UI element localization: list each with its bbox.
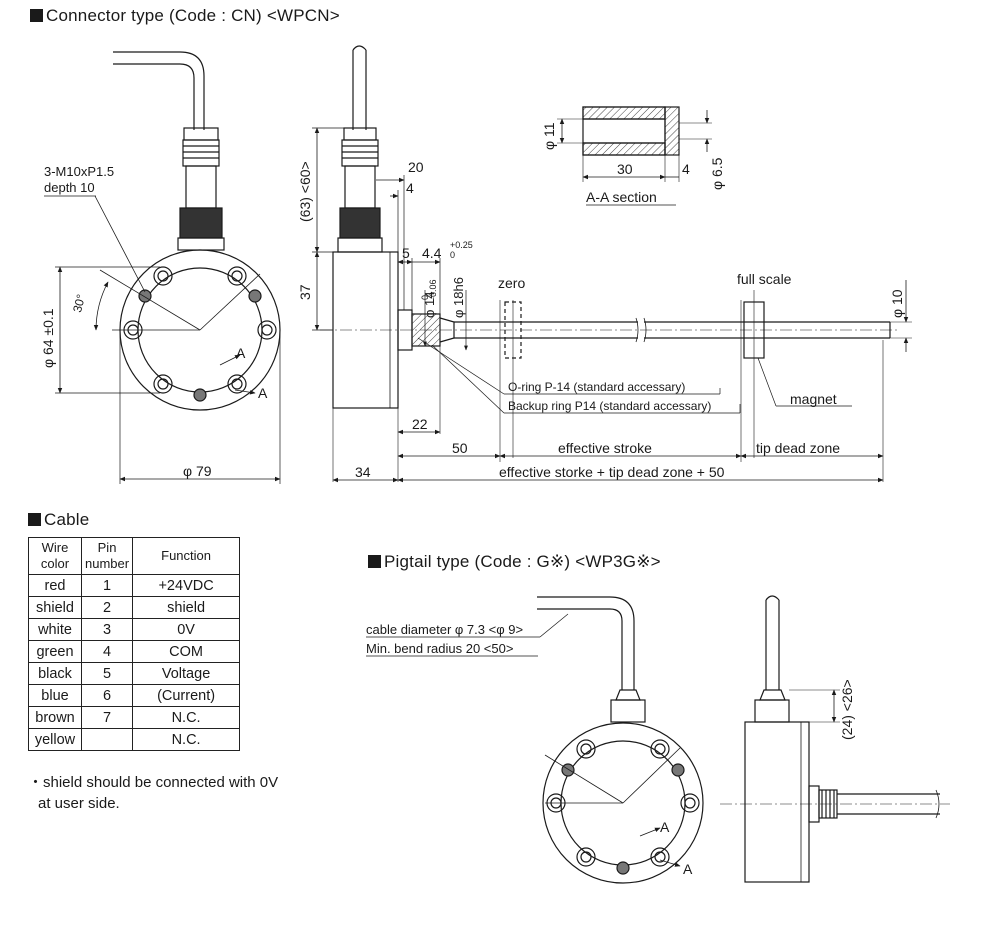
- full-scale-label: full scale: [737, 271, 792, 287]
- dim-30-label: 30: [617, 161, 633, 177]
- dim-50-label: 50: [452, 440, 468, 456]
- section-a-label: A: [258, 385, 268, 401]
- section-a-label: A: [660, 819, 670, 835]
- shield-note-line-2: at user side.: [38, 795, 120, 812]
- header-wire-color: Wire color: [28, 537, 82, 575]
- function-cell: 0V: [132, 618, 241, 641]
- tol-4-4-lower: 0: [450, 250, 455, 260]
- aa-section-label: A-A section: [586, 189, 657, 205]
- dim-4-section-label: 4: [682, 161, 690, 177]
- pigtail-type-title: Pigtail type (Code : G※) <WP3G※>: [368, 552, 661, 572]
- shield-note-line-1: ・shield should be connected with 0V: [28, 774, 279, 791]
- dia-18h6-label: φ 18h6: [451, 277, 466, 318]
- header-pin-number: Pin number: [80, 537, 134, 575]
- zero-label: zero: [498, 275, 525, 291]
- pin-number-cell: 7: [80, 706, 134, 729]
- aa-section-labels: φ 11 30 4 φ 6.5 A-A section: [541, 122, 725, 205]
- dia-11-label: φ 11: [541, 122, 557, 150]
- tol-14-upper: 0: [420, 295, 430, 300]
- wire-color-cell: black: [28, 662, 82, 685]
- function-cell: N.C.: [132, 728, 241, 751]
- table-row: shield 2 shield: [28, 596, 241, 619]
- wire-color-cell: blue: [28, 684, 82, 707]
- tip-dead-zone-label: tip dead zone: [756, 440, 840, 456]
- function-cell: COM: [132, 640, 241, 663]
- wire-color-cell: white: [28, 618, 82, 641]
- oring-label: O-ring P-14 (standard accessary): [508, 380, 685, 394]
- dia-79-label: φ 79: [183, 463, 212, 479]
- dia-6-5-label: φ 6.5: [709, 157, 725, 190]
- tol-14-lower: -0.06: [428, 279, 438, 300]
- table-row: red 1 +24VDC: [28, 574, 241, 597]
- connector-front-labels: 3-M10xP1.5 depth 10 30° φ 64 ±0.1 φ 79 A…: [40, 164, 268, 479]
- connector-type-title: Connector type (Code : CN) <WPCN>: [30, 6, 340, 26]
- cable-title: Cable: [28, 510, 89, 530]
- wire-color-cell: yellow: [28, 728, 82, 751]
- square-bullet-icon: [368, 555, 381, 568]
- pin-number-cell: 2: [80, 596, 134, 619]
- wire-color-cell: red: [28, 574, 82, 597]
- connector-front-view: [44, 51, 281, 484]
- dia-64-label: φ 64 ±0.1: [40, 308, 56, 368]
- dim-20-label: 20: [408, 159, 424, 175]
- pin-number-cell: 1: [80, 574, 134, 597]
- aa-section-view: [557, 106, 712, 206]
- dim-24-26-label: (24) <26>: [839, 679, 855, 740]
- table-row: black 5 Voltage: [28, 662, 241, 685]
- dim-63-60-label: (63) <60>: [297, 161, 313, 222]
- pin-number-cell: 6: [80, 684, 134, 707]
- wire-color-cell: brown: [28, 706, 82, 729]
- backup-ring-label: Backup ring P14 (standard accessary): [508, 399, 711, 413]
- table-row: white 3 0V: [28, 618, 241, 641]
- function-cell: N.C.: [132, 706, 241, 729]
- bend-radius-label: Min. bend radius 20 <50>: [366, 641, 513, 656]
- magnet-label: magnet: [790, 391, 837, 407]
- section-a-label: A: [683, 861, 693, 877]
- screw-label-1: 3-M10xP1.5: [44, 164, 114, 179]
- dim-4-4-label: 4.4: [422, 245, 442, 261]
- dim-5-label: 5: [402, 245, 410, 261]
- function-cell: (Current): [132, 684, 241, 707]
- pin-number-cell: 4: [80, 640, 134, 663]
- table-row: blue 6 (Current): [28, 684, 241, 707]
- connector-side-labels: (63) <60> 37 20 4 5 4.4 +0.25 0 φ 14 0 -…: [297, 159, 905, 480]
- section-a-label: A: [236, 345, 246, 361]
- screw-label-2: depth 10: [44, 180, 95, 195]
- function-cell: +24VDC: [132, 574, 241, 597]
- pigtail-labels: cable diameter φ 7.3 <φ 9> Min. bend rad…: [366, 622, 855, 877]
- total-length-label: effective storke + tip dead zone + 50: [499, 464, 725, 480]
- square-bullet-icon: [30, 9, 43, 22]
- function-cell: Voltage: [132, 662, 241, 685]
- dia-14-label: φ 14: [422, 291, 437, 318]
- tol-4-4-upper: +0.25: [450, 240, 473, 250]
- dim-4-label: 4: [406, 180, 414, 196]
- pin-number-cell: 3: [80, 618, 134, 641]
- bolt-holes: [123, 266, 277, 402]
- shield-note: ・shield should be connected with 0V at u…: [28, 772, 278, 814]
- table-row: brown 7 N.C.: [28, 706, 241, 729]
- pin-number-cell: 5: [80, 662, 134, 685]
- dim-22-label: 22: [412, 416, 428, 432]
- wire-color-cell: shield: [28, 596, 82, 619]
- wire-color-cell: green: [28, 640, 82, 663]
- table-row: green 4 COM: [28, 640, 241, 663]
- table-row: yellow N.C.: [28, 728, 241, 751]
- dia-10-label: φ 10: [889, 289, 905, 318]
- pigtail-side-view: [720, 595, 950, 883]
- dim-34-label: 34: [355, 464, 371, 480]
- function-cell: shield: [132, 596, 241, 619]
- angle-label: 30°: [70, 293, 88, 314]
- cable-diameter-label: cable diameter φ 7.3 <φ 9>: [366, 622, 523, 637]
- dim-37-label: 37: [297, 284, 313, 300]
- pin-number-cell: [80, 728, 134, 751]
- effective-stroke-label: effective stroke: [558, 440, 652, 456]
- cable-wiring-table: Wire color Pin number Function red 1 +24…: [28, 537, 241, 751]
- connector-side-view: [312, 45, 912, 483]
- pigtail-front-view: [366, 596, 704, 884]
- header-function: Function: [132, 537, 241, 575]
- table-header-row: Wire color Pin number Function: [28, 537, 241, 575]
- square-bullet-icon: [28, 513, 41, 526]
